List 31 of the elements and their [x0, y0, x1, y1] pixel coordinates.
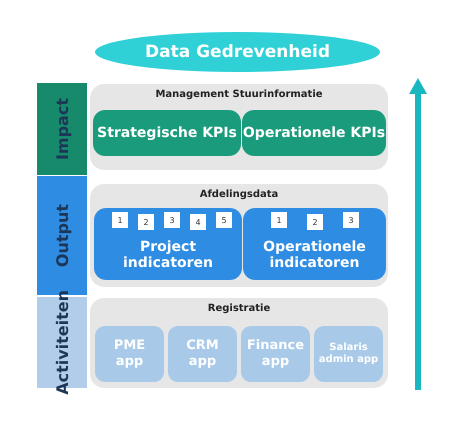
app-tile: CRM app: [168, 326, 237, 382]
layer-panel: [90, 84, 388, 170]
level-band: [37, 83, 87, 175]
number-tag: 1: [112, 212, 128, 228]
layer-panel: [90, 298, 388, 388]
metric-label: Strategische KPIs: [97, 124, 237, 142]
metric-card: [93, 110, 241, 156]
number-tag: 3: [164, 212, 180, 228]
app-tile: Finance app: [241, 326, 310, 382]
number-tag: 2: [138, 214, 154, 230]
level-label: Output: [52, 204, 72, 268]
level-label: Activiteiten: [52, 290, 72, 395]
number-tag: 5: [216, 212, 232, 228]
metric-label: Operationele KPIs: [242, 124, 386, 142]
metric-label: Operationele indicatoren: [262, 238, 367, 272]
app-tile: Salaris admin app: [314, 326, 383, 382]
app-tile: PME app: [95, 326, 164, 382]
layer-panel: [90, 184, 388, 287]
metric-card: [243, 208, 386, 280]
panel-heading: Registratie: [208, 303, 270, 314]
number-tag: 1: [271, 212, 287, 228]
number-tag: 3: [343, 212, 359, 228]
panel-heading: Management Stuurinformatie: [155, 89, 323, 100]
number-tag: 4: [190, 214, 206, 230]
metric-card: [94, 208, 242, 280]
metric-card: [242, 110, 386, 156]
metric-label: Project indicatoren: [122, 238, 214, 272]
goal-ellipse: Data Gedrevenheid: [95, 32, 380, 72]
panel-heading: Afdelingsdata: [200, 189, 278, 200]
level-label: Impact: [52, 98, 72, 160]
number-tag: 2: [307, 214, 323, 230]
